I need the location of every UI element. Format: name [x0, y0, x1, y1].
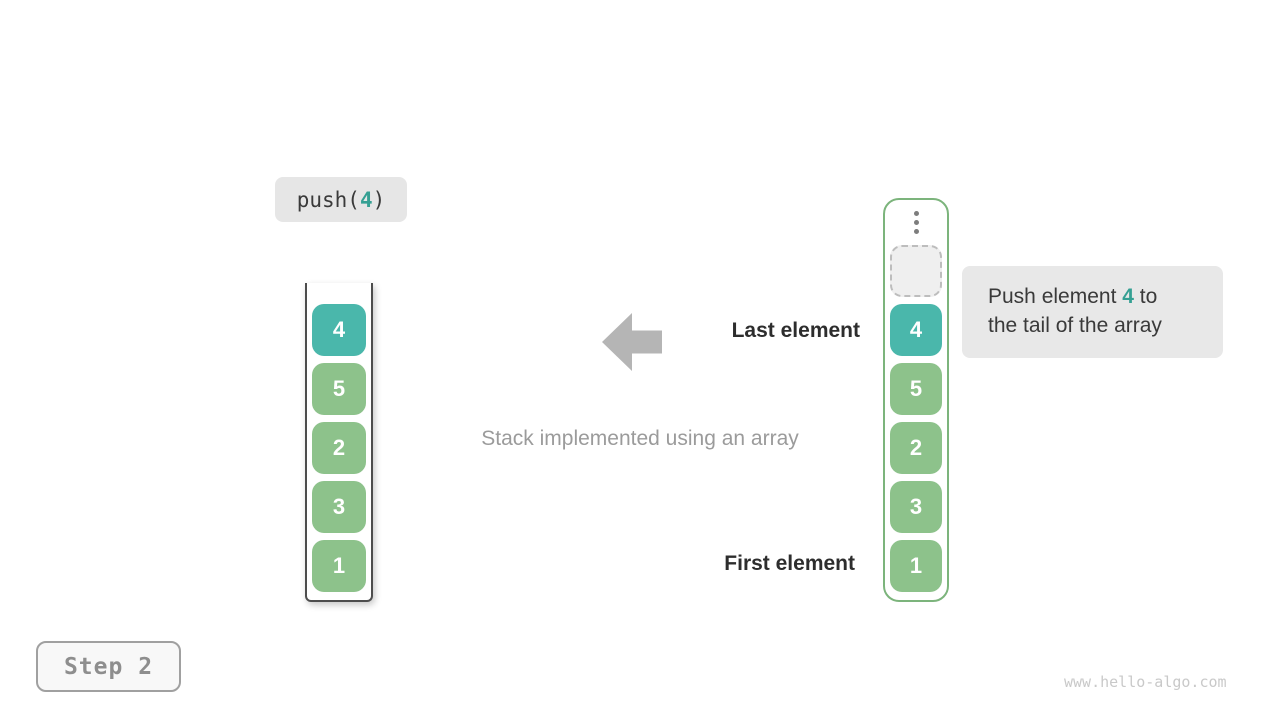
- watermark: www.hello-algo.com: [1064, 673, 1227, 691]
- array-cell: 3: [890, 481, 942, 533]
- operation-suffix: ): [372, 187, 386, 212]
- stack-cell: 3: [312, 481, 366, 533]
- tooltip-text: to: [1133, 285, 1158, 308]
- array-cell: 1: [890, 540, 942, 592]
- stack-cell: 2: [312, 422, 366, 474]
- array-cell: 2: [890, 422, 942, 474]
- arrow-left-icon: [602, 313, 662, 376]
- tooltip-highlight: 4: [1122, 285, 1134, 308]
- diagram-caption: Stack implemented using an array: [481, 427, 799, 450]
- empty-slot: [890, 245, 942, 297]
- operation-prefix: push(: [296, 187, 360, 212]
- first-element-label: First element: [724, 552, 855, 575]
- operation-badge: push(4): [275, 177, 407, 222]
- step-badge: Step 2: [36, 641, 181, 692]
- stack-cell: 4: [312, 304, 366, 356]
- stack-cell: 1: [312, 540, 366, 592]
- stack-cell: 5: [312, 363, 366, 415]
- operation-argument: 4: [359, 187, 373, 212]
- tooltip-line-1: Push element 4 to: [988, 282, 1223, 311]
- tooltip-line-2: the tail of the array: [988, 314, 1162, 337]
- array-cell: 5: [890, 363, 942, 415]
- tooltip-text: Push element: [988, 285, 1123, 308]
- tooltip: Push element 4 to the tail of the array: [962, 266, 1223, 358]
- last-element-label: Last element: [731, 319, 860, 342]
- array-container: 4 5 2 3 1: [883, 198, 949, 602]
- array-cell: 4: [890, 304, 942, 356]
- vertical-ellipsis-icon: [913, 211, 919, 234]
- stack-container: 4 5 2 3 1: [305, 283, 373, 602]
